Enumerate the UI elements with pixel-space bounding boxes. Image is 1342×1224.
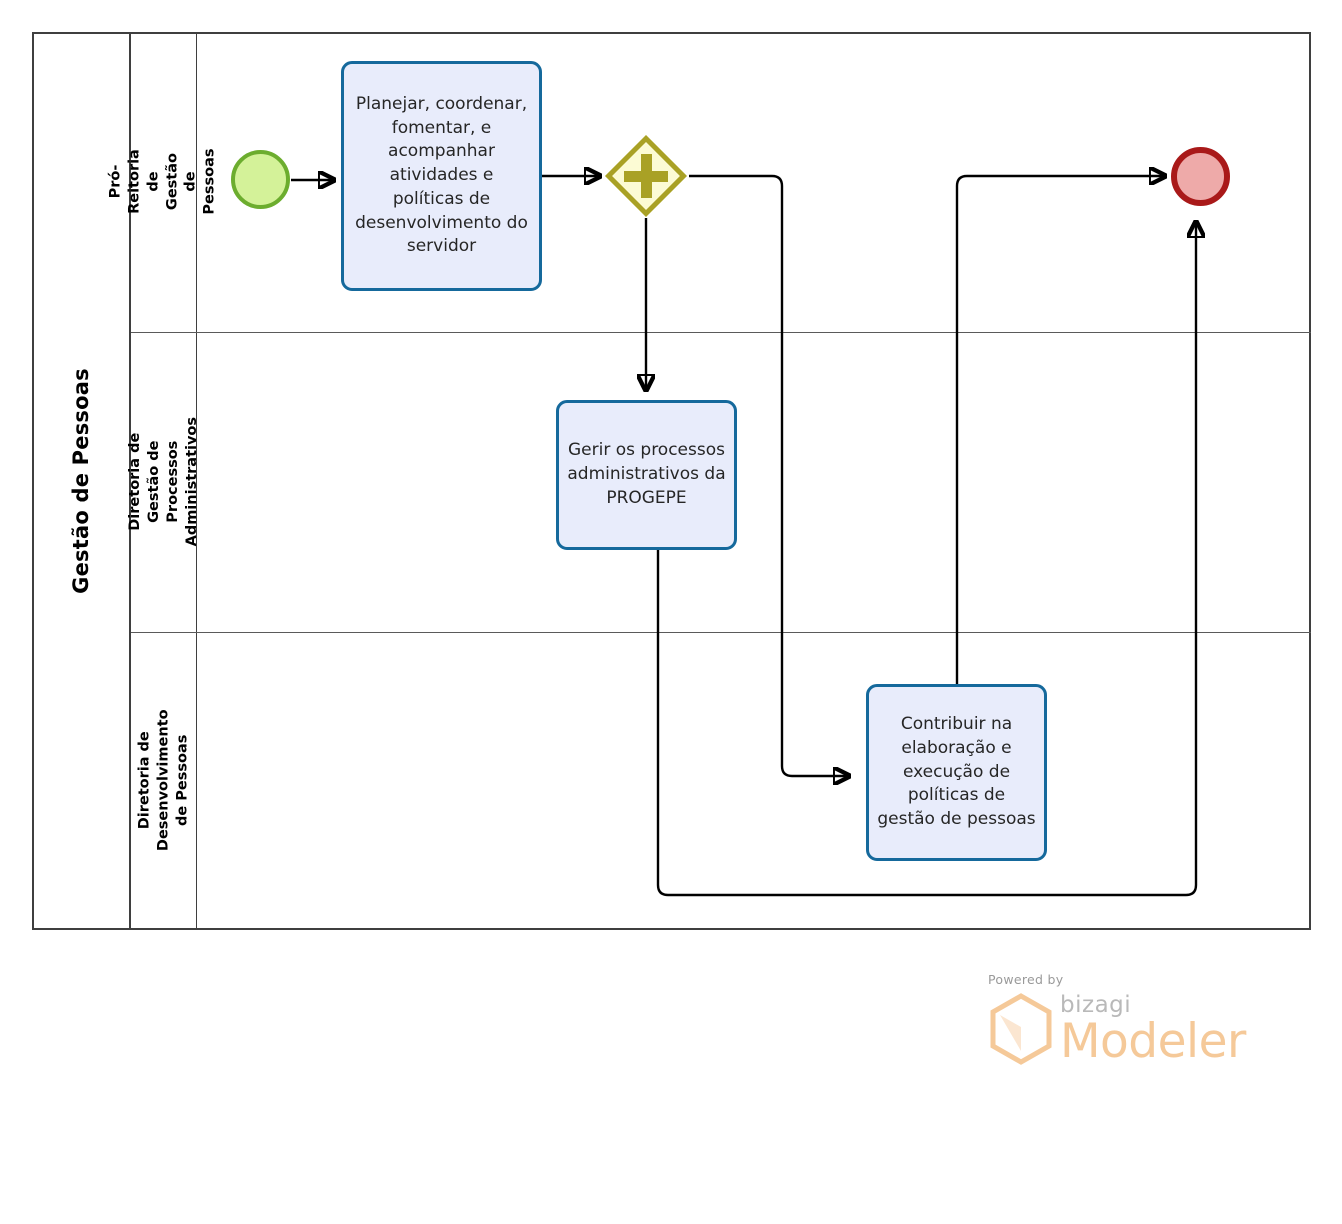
lane-header-desenvolvimento: Diretoria de Desenvolvimento de Pessoas	[131, 632, 197, 928]
lane-divider-1	[131, 332, 1311, 333]
lane-header-processos-adm: Diretoria de Gestão de Processos Adminis…	[127, 332, 199, 632]
task-planejar[interactable]: Planejar, coordenar, fomentar, e acompan…	[341, 61, 542, 291]
start-event[interactable]	[231, 150, 290, 209]
bizagi-product-label: Modeler	[1060, 1014, 1246, 1069]
lane-label-desenvolvimento: Diretoria de Desenvolvimento de Pessoas	[136, 709, 190, 851]
lane-label-pro-reitoria: Pró-Reitoria de Gestão de Pessoas	[107, 148, 219, 216]
end-event[interactable]	[1171, 147, 1230, 206]
lane-divider-2	[131, 632, 1311, 633]
bizagi-hexagon-icon	[990, 993, 1052, 1065]
task-contribuir[interactable]: Contribuir na elaboração e execução de p…	[866, 684, 1047, 861]
pool-label: Gestão de Pessoas	[68, 368, 93, 594]
lane-label-processos-adm: Diretoria de Gestão de Processos Adminis…	[126, 417, 200, 547]
bizagi-brand-label: bizagi	[1060, 992, 1132, 1018]
lane-header-pro-reitoria: Pró-Reitoria de Gestão de Pessoas	[108, 32, 218, 332]
gateway-plus-icon-vertical	[641, 154, 652, 198]
bizagi-watermark: Powered by bizagi Modeler	[988, 972, 1248, 1065]
parallel-gateway[interactable]	[604, 134, 688, 218]
task-gerir[interactable]: Gerir os processos administrativos da PR…	[556, 400, 737, 550]
pool-header: Gestão de Pessoas	[32, 32, 131, 930]
powered-by-label: Powered by	[988, 972, 1064, 987]
